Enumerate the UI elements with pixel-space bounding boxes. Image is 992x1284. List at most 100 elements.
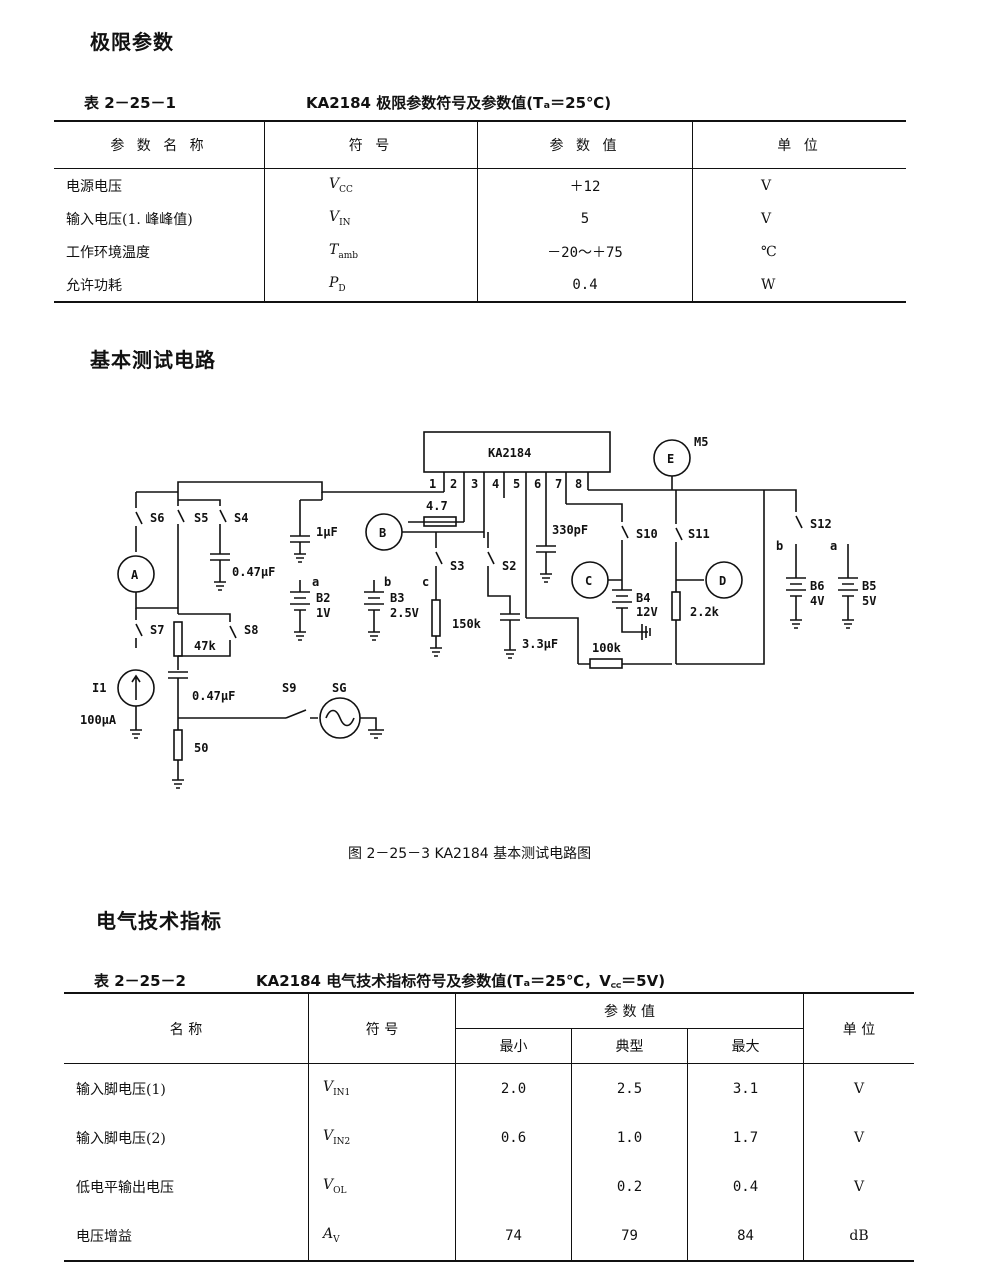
label-i1v: 100μA: [80, 713, 117, 727]
meter-d-circle: [705, 561, 743, 599]
param-unit: W: [692, 268, 906, 302]
pin-label: 6: [534, 477, 541, 491]
param-unit: ℃: [692, 235, 906, 268]
table-row: 允许功耗 PD 0.4 W: [54, 268, 906, 302]
label-m5: M5: [694, 435, 708, 449]
label-c047a: 0.47μF: [232, 565, 275, 579]
spec-max: 0.4: [687, 1162, 804, 1211]
col-header-group: 参 数 值: [455, 993, 804, 1029]
meter-b-label: B: [379, 526, 386, 540]
label-b3v: 2.5V: [390, 606, 419, 620]
meter-e-label: E: [667, 452, 674, 466]
spec-symbol: VIN2: [308, 1113, 456, 1162]
resistor-2-2k: [671, 591, 681, 621]
param-name: 电源电压: [66, 178, 122, 195]
label-r100: 100k: [592, 641, 622, 655]
pin-label: 3: [471, 477, 478, 491]
spec-typ: 1.0: [571, 1113, 688, 1162]
ic-body: [423, 431, 611, 473]
col-header-symbol: 符 号: [308, 993, 456, 1064]
param-symbol: VCC: [264, 168, 478, 202]
spec-symbol: VOL: [308, 1162, 456, 1211]
spec-typ: 2.5: [571, 1063, 688, 1113]
ic-label: KA2184: [488, 446, 531, 460]
spec-max: 1.7: [687, 1113, 804, 1162]
label-s7: S7: [150, 623, 164, 637]
figure-caption: 图 2－25－3 KA2184 基本测试电路图: [348, 846, 592, 862]
label-i1: I1: [92, 681, 106, 695]
param-value: 0.4: [477, 268, 693, 302]
param-symbol: Tamb: [264, 235, 478, 268]
col-header-max: 最大: [687, 1028, 804, 1064]
label-b6v: 4V: [810, 594, 824, 608]
label-s3: S3: [450, 559, 464, 573]
label-sw-a1: a: [312, 575, 319, 589]
resistor-47k: [173, 621, 183, 657]
resistor-150k: [431, 599, 441, 637]
table-row: 输入脚电压(2) VIN2 0.6 1.0 1.7 V: [64, 1113, 914, 1162]
param-value: －20～＋75: [477, 235, 693, 268]
label-sw-c: c: [422, 575, 429, 589]
table-row: 输入电压(1. 峰峰值) VIN 5 V: [54, 202, 906, 235]
table-header-row: 参 数 名 称 符 号 参 数 值 单 位: [54, 121, 906, 169]
label-c33: 3.3μF: [522, 637, 558, 651]
col-header-value: 参 数 值: [477, 121, 693, 169]
spec-typ: 79: [571, 1211, 688, 1261]
label-sg: SG: [332, 681, 346, 695]
label-s9: S9: [282, 681, 296, 695]
col-header-unit: 单 位: [803, 993, 914, 1064]
label-b5v: 5V: [862, 594, 876, 608]
label-sw-a2: a: [830, 539, 837, 553]
param-name: 输入电压(1. 峰峰值): [66, 211, 193, 228]
col-header-min: 最小: [455, 1028, 572, 1064]
pin-label: 8: [575, 477, 582, 491]
table1-number: 表 2－25－1: [84, 94, 176, 112]
spec-name: 输入脚电压(1): [76, 1081, 166, 1098]
table-subheader-row: 最小 典型 最大: [64, 1028, 914, 1064]
section-title-limit-params: 极限参数: [90, 30, 174, 54]
label-r47k: 47k: [194, 639, 216, 653]
label-r22: 2.2k: [690, 605, 720, 619]
spec-min: 74: [455, 1211, 572, 1261]
meter-a-label: A: [131, 568, 139, 582]
table2-caption: KA2184 电气技术指标符号及参数值(Tₐ＝25℃，V꜀꜀＝5V): [256, 972, 666, 990]
label-s11: S11: [688, 527, 710, 541]
pin-label: 7: [555, 477, 562, 491]
label-s5: S5: [194, 511, 208, 525]
table-header-row: 名 称 符 号 参 数 值 单 位: [64, 993, 914, 1064]
param-name: 允许功耗: [66, 277, 122, 294]
label-b2: B2: [316, 591, 330, 605]
label-sw-b2: b: [776, 539, 783, 553]
spec-max: 84: [687, 1211, 804, 1261]
spec-name: 输入脚电压(2): [76, 1130, 166, 1147]
label-b2v: 1V: [316, 606, 330, 620]
table-row: 电源电压 VCC ＋12 V: [54, 168, 906, 202]
label-s10: S10: [636, 527, 658, 541]
label-b3: B3: [390, 591, 404, 605]
col-header-symbol: 符 号: [264, 121, 478, 169]
electrical-specs-table: 名 称 符 号 参 数 值 单 位 最小 典型 最大 输入脚电压(1) VIN1…: [64, 992, 914, 1262]
param-name: 工作环境温度: [66, 244, 150, 261]
col-header-name: 参 数 名 称: [54, 121, 265, 169]
resistor-100k: [589, 658, 623, 669]
table1-caption: KA2184 极限参数符号及参数值(Tₐ＝25℃): [306, 94, 612, 112]
col-header-name: 名 称: [64, 993, 309, 1064]
spec-symbol: VIN1: [308, 1063, 456, 1113]
label-s8: S8: [244, 623, 258, 637]
label-sw-b1: b: [384, 575, 391, 589]
pin-label: 5: [513, 477, 520, 491]
spec-name: 低电平输出电压: [76, 1179, 174, 1196]
resistor-50: [173, 729, 183, 761]
spec-name: 电压增益: [76, 1228, 132, 1245]
label-r47: 4.7: [426, 499, 448, 513]
table2-number: 表 2－25－2: [94, 972, 186, 990]
table-row: 电压增益 AV 74 79 84 dB: [64, 1211, 914, 1261]
label-s4: S4: [234, 511, 248, 525]
section-title-test-circuit: 基本测试电路: [90, 348, 216, 372]
pin-label: 2: [450, 477, 457, 491]
label-s6: S6: [150, 511, 164, 525]
col-header-unit: 单 位: [692, 121, 906, 169]
limit-params-table: 参 数 名 称 符 号 参 数 值 单 位 电源电压 VCC ＋12 V 输入电…: [54, 120, 906, 303]
spec-unit: V: [803, 1113, 914, 1162]
